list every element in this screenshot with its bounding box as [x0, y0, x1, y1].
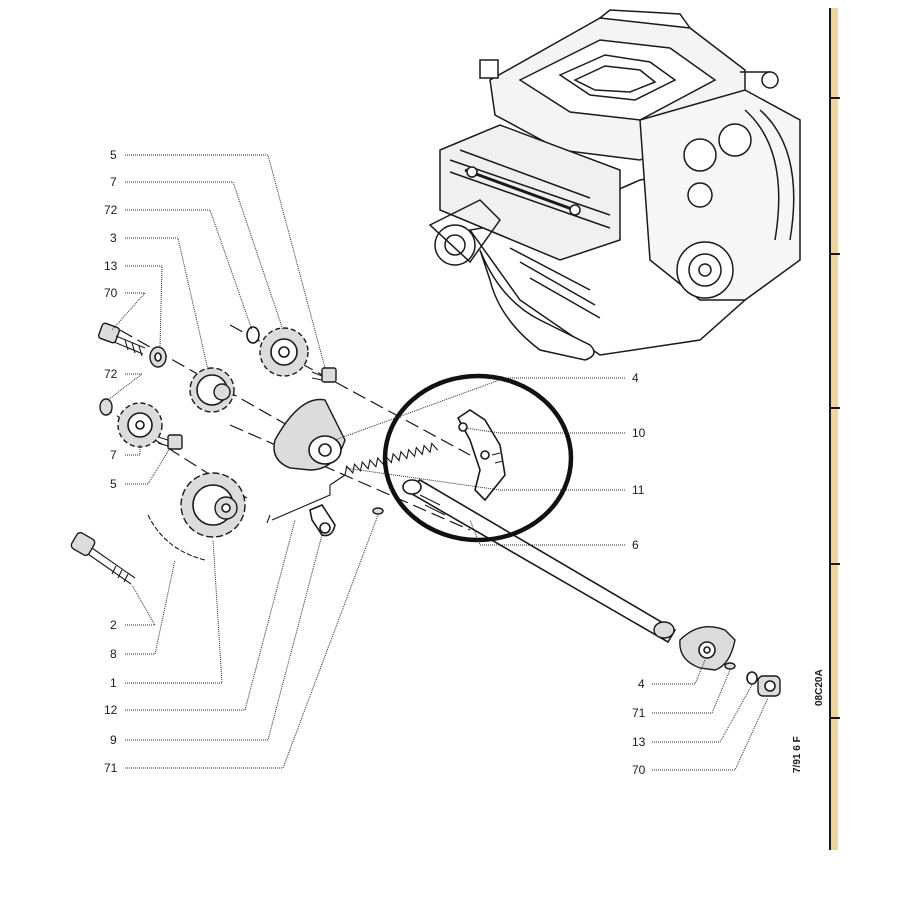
reference-code: 08C20A	[814, 669, 825, 706]
label-5-mid: 5	[110, 477, 117, 491]
washer-13-right	[746, 671, 758, 685]
label-72-mid: 72	[104, 367, 118, 381]
label-8: 8	[110, 647, 117, 661]
label-6: 6	[632, 538, 639, 552]
label-7-mid: 7	[110, 448, 117, 462]
label-11: 11	[632, 483, 645, 497]
pin-71-left	[372, 507, 384, 515]
label-5-top: 5	[110, 148, 117, 162]
label-9: 9	[110, 733, 117, 747]
washer-72-lower	[99, 398, 113, 416]
page-edge-accent	[830, 8, 838, 850]
label-1: 1	[110, 676, 117, 690]
part-labels-left: 5 7 72 3 13 70 72 7 5 2 8 1 12 9 71	[104, 148, 118, 775]
cam-4-right	[679, 626, 736, 671]
label-13-left: 13	[104, 259, 118, 273]
bolt-70-right	[757, 675, 781, 697]
rod-12	[266, 485, 331, 524]
label-7-top: 7	[110, 175, 117, 189]
sprocket-3	[189, 367, 235, 413]
washer-13-upper	[149, 346, 167, 368]
label-3: 3	[110, 231, 117, 245]
engine-illustration	[428, 9, 801, 361]
label-4-bottom: 4	[638, 677, 645, 691]
part-labels-right: 4 10 11 6 4 71 13 70	[632, 371, 646, 777]
bolt-2	[70, 531, 136, 585]
cam-4-left	[273, 398, 346, 471]
spring	[329, 442, 439, 486]
label-72-top: 72	[104, 203, 118, 217]
link-9	[309, 504, 336, 537]
label-10: 10	[632, 426, 646, 440]
label-71-right: 71	[632, 706, 646, 720]
edge-ticks	[830, 97, 840, 719]
bolt-70-upper	[97, 322, 146, 357]
label-13-right: 13	[632, 735, 646, 749]
bolt-5-lower	[157, 434, 183, 450]
lever-10	[456, 409, 506, 502]
sprocket-1	[180, 472, 246, 538]
pin-71-right	[724, 662, 736, 670]
shaft-6	[402, 479, 677, 644]
chain-8	[147, 514, 206, 561]
label-12: 12	[104, 703, 118, 717]
date-code: 7/91 6 F	[792, 736, 803, 773]
label-70-right: 70	[632, 763, 646, 777]
sprocket-7-lower	[117, 402, 163, 448]
label-71-left: 71	[104, 761, 118, 775]
leader-lines	[107, 154, 769, 771]
label-2: 2	[110, 618, 117, 632]
sprocket-7-upper	[259, 327, 309, 377]
label-4-top: 4	[632, 371, 639, 385]
washer-72-upper	[246, 326, 260, 344]
label-70-left: 70	[104, 286, 118, 300]
bolt-5-upper	[311, 367, 337, 383]
